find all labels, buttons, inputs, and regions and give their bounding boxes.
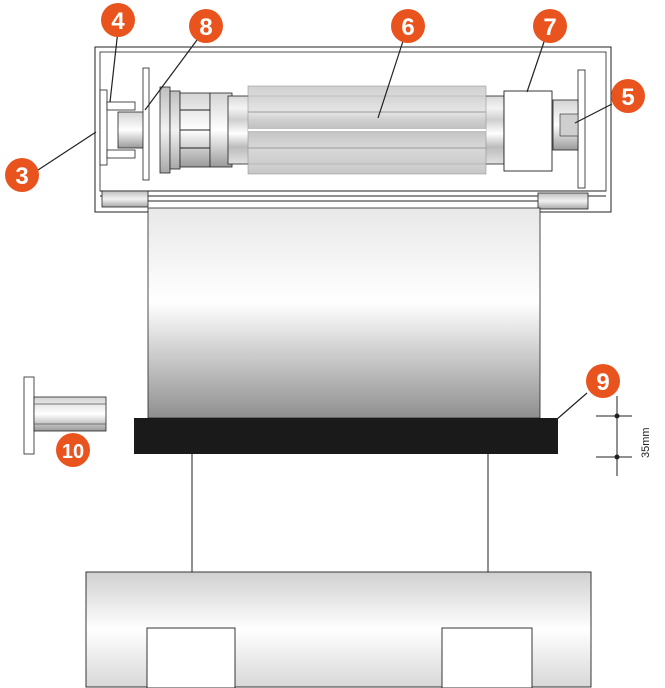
left-end-bracket xyxy=(99,89,145,166)
svg-text:3: 3 xyxy=(15,163,28,190)
callout-9: 9 xyxy=(586,364,620,398)
blind-fabric xyxy=(147,207,541,419)
idler-end-assembly xyxy=(142,67,233,181)
svg-text:4: 4 xyxy=(111,8,125,35)
svg-text:10: 10 xyxy=(62,441,84,463)
callout-10: 10 xyxy=(56,433,90,467)
svg-text:8: 8 xyxy=(199,14,212,41)
bottom-bar xyxy=(134,418,558,454)
callout-3: 3 xyxy=(5,158,39,192)
callout-5: 5 xyxy=(611,79,645,113)
svg-text:7: 7 xyxy=(543,14,556,41)
headbox-foot-left xyxy=(101,190,149,208)
motor-drive-unit xyxy=(503,90,553,172)
callout-6: 6 xyxy=(391,9,425,43)
callout-7: 7 xyxy=(533,9,567,43)
svg-text:5: 5 xyxy=(621,84,634,111)
dimension-label: 35mm xyxy=(640,427,652,458)
headbox-foot-right xyxy=(537,192,589,210)
anchor-block-right xyxy=(441,627,533,688)
leader-lines xyxy=(37,29,613,421)
right-end-bracket xyxy=(552,69,586,189)
dimension-marker: 35mm xyxy=(596,396,652,476)
svg-text:9: 9 xyxy=(596,369,609,396)
anchor-block-left xyxy=(146,627,236,688)
callout-4: 4 xyxy=(101,3,135,37)
base-rail xyxy=(85,571,592,688)
roller-tube xyxy=(227,85,505,175)
svg-text:6: 6 xyxy=(401,14,414,41)
spare-bracket xyxy=(23,376,107,455)
callout-8: 8 xyxy=(189,9,223,43)
